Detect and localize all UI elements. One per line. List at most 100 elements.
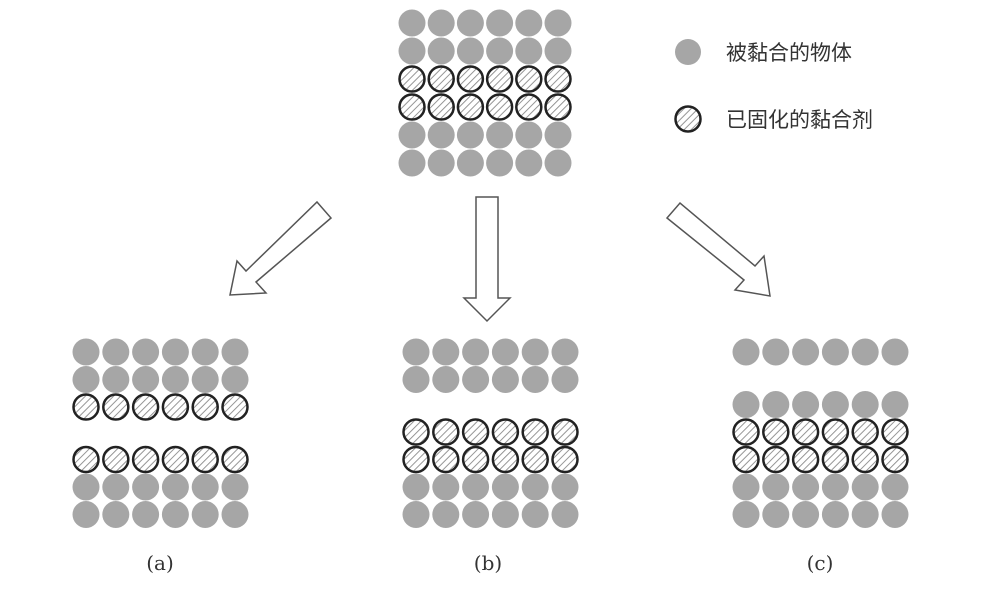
adherend-particle <box>456 149 484 177</box>
adherend-particle <box>72 473 100 501</box>
adhesive-particle <box>881 445 909 474</box>
adhesive-particle <box>191 393 219 421</box>
adherend-particle <box>427 9 455 37</box>
adherend-particle <box>732 473 760 501</box>
adherend-particle <box>821 391 849 418</box>
adherend-particle <box>486 9 514 37</box>
adherend-particle <box>221 338 249 366</box>
adhesive-particle <box>521 445 549 474</box>
adhesive-particle <box>161 393 190 421</box>
adherend-particle <box>732 391 760 418</box>
adhesive-particle <box>732 418 760 446</box>
adherend-particle <box>462 473 490 501</box>
adherend-particle <box>551 501 579 528</box>
adherend-particle <box>762 473 790 501</box>
legend-label-adhesive: 已固化的黏合剂 <box>726 108 873 132</box>
adhesive-particle <box>851 418 879 446</box>
adherend-particle <box>515 121 543 149</box>
adherend-particle <box>792 473 820 501</box>
adherend-particle <box>132 473 160 501</box>
adherend-particle <box>132 366 160 393</box>
adhesive-particle <box>551 445 579 474</box>
adherend-particle <box>762 338 790 366</box>
adhesive-particle <box>72 393 100 421</box>
legend-hatched-icon <box>674 105 702 133</box>
adherend-particle <box>102 338 130 366</box>
adhesive-particle <box>102 393 130 421</box>
adherend-particle <box>515 9 543 37</box>
adherend-particle <box>551 366 579 393</box>
adherend-particle <box>427 149 455 177</box>
adherend-particle <box>221 501 249 528</box>
adherend-particle <box>851 338 879 366</box>
adhesive-particle <box>762 418 790 446</box>
adherend-particle <box>398 121 426 149</box>
adhesive-particle <box>515 93 543 121</box>
adhesive-particle <box>456 65 485 93</box>
adhesive-particle <box>432 445 460 474</box>
adherend-particle <box>456 37 484 65</box>
adherend-particle <box>456 121 484 149</box>
adherend-particle <box>161 366 189 393</box>
adherend-particle <box>72 366 100 393</box>
adherend-particle <box>462 338 490 366</box>
adhesive-particle <box>402 445 430 474</box>
adhesive-particle <box>427 65 455 93</box>
adhesive-particle <box>821 418 850 446</box>
adherend-particle <box>821 501 849 528</box>
adherend-particle <box>881 473 909 501</box>
adherend-particle <box>161 473 189 501</box>
adherend-particle <box>851 473 879 501</box>
adhesive-particle <box>221 393 249 421</box>
adhesive-particle <box>491 445 520 474</box>
adhesive-particle <box>461 445 490 474</box>
adherend-particle <box>462 366 490 393</box>
adherend-particle <box>762 501 790 528</box>
adhesive-particle <box>161 445 190 474</box>
panel-a: (a) <box>72 338 249 575</box>
failure-modes: (a)(b)(c) <box>72 338 909 575</box>
adherend-particle <box>486 37 514 65</box>
adherend-particle <box>402 501 430 528</box>
legend: 被黏合的物体 已固化的黏合剂 <box>674 39 873 133</box>
adherend-particle <box>521 501 549 528</box>
adherend-particle <box>544 9 572 37</box>
adhesive-particle <box>398 93 426 121</box>
legend-solid-icon <box>675 39 701 65</box>
adhesive-particle <box>485 93 514 121</box>
adhesive-particle <box>102 445 130 474</box>
adherend-particle <box>491 501 519 528</box>
adhesive-particle <box>72 445 100 474</box>
adherend-particle <box>486 121 514 149</box>
panel-label-b: (b) <box>474 551 502 575</box>
adherend-particle <box>491 366 519 393</box>
adherend-particle <box>732 501 760 528</box>
arrows <box>229 196 771 323</box>
adhesive-particle <box>732 445 760 474</box>
adherend-particle <box>881 501 909 528</box>
initial-bonded-assembly <box>398 9 572 177</box>
adherend-particle <box>72 501 100 528</box>
adherend-particle <box>462 501 490 528</box>
adherend-particle <box>792 338 820 366</box>
adhesive-particle <box>491 418 520 446</box>
adherend-particle <box>881 391 909 418</box>
arrow-to-a-icon <box>229 200 333 296</box>
adhesive-particle <box>791 445 820 474</box>
adherend-particle <box>102 473 130 501</box>
adherend-particle <box>851 501 879 528</box>
adhesive-particle <box>851 445 879 474</box>
adherend-particle <box>821 473 849 501</box>
adherend-particle <box>72 338 100 366</box>
adhesive-particle <box>131 393 160 421</box>
adherend-particle <box>398 9 426 37</box>
adherend-particle <box>221 473 249 501</box>
adherend-particle <box>521 338 549 366</box>
adherend-particle <box>398 37 426 65</box>
adherend-particle <box>132 338 160 366</box>
adherend-particle <box>732 338 760 366</box>
adherend-particle <box>821 338 849 366</box>
adhesive-particle <box>551 418 579 446</box>
adherend-particle <box>762 391 790 418</box>
adherend-particle <box>456 9 484 37</box>
